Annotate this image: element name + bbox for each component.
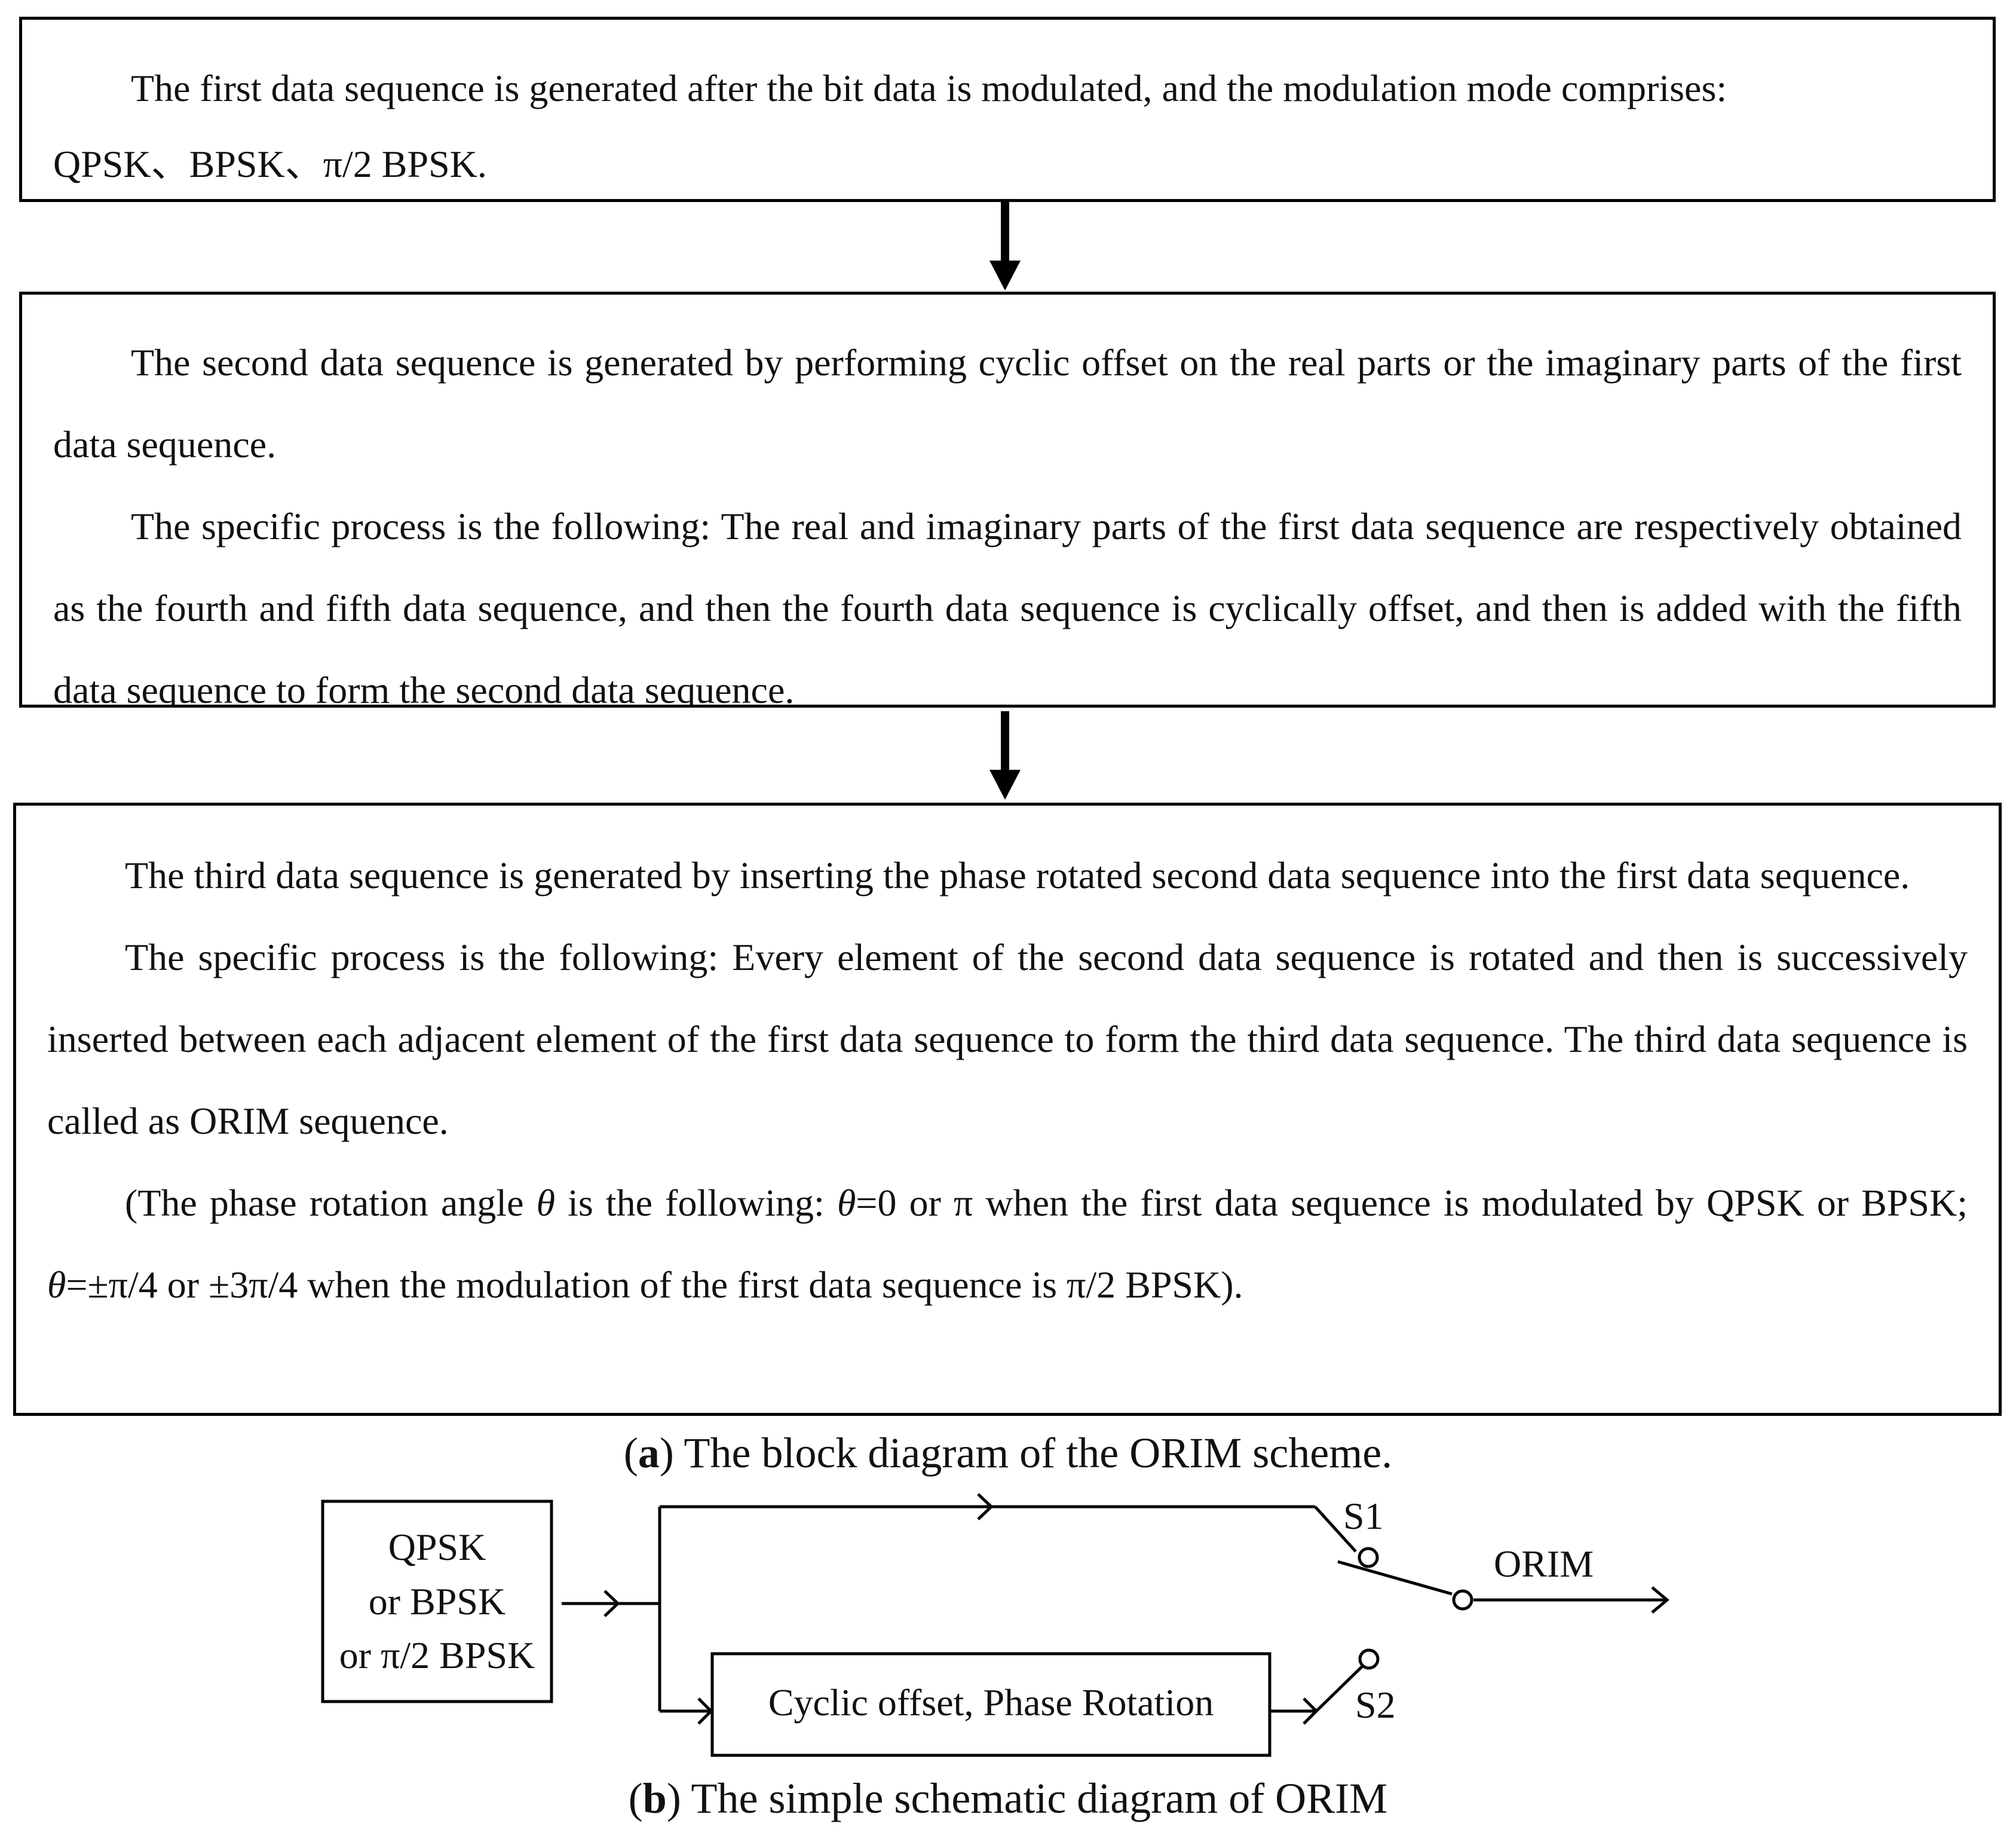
output-arrowhead bbox=[1651, 1586, 1669, 1614]
arrow-1-shaft bbox=[1001, 202, 1009, 262]
arrow-1-head bbox=[989, 261, 1021, 290]
s2-contact bbox=[1358, 1648, 1380, 1670]
caption-a-text: ) The block diagram of the ORIM scheme. bbox=[659, 1429, 1393, 1477]
block1-text: The first data sequence is generated aft… bbox=[53, 47, 1962, 129]
block-second-sequence: The second data sequence is generated by… bbox=[19, 292, 1996, 708]
mod-label-line2: or BPSK bbox=[368, 1580, 506, 1623]
caption-a: (a) The block diagram of the ORIM scheme… bbox=[623, 1429, 1393, 1477]
caption-a-letter: a bbox=[638, 1429, 660, 1477]
s1-label: S1 bbox=[1343, 1495, 1384, 1537]
caption-b-letter: b bbox=[642, 1774, 667, 1822]
block-first-sequence: The first data sequence is generated aft… bbox=[19, 17, 1996, 202]
process-box bbox=[710, 1652, 1272, 1757]
arrow-2-shaft bbox=[1001, 711, 1009, 771]
block1-line2: QPSK、BPSK、π/2 BPSK. bbox=[53, 143, 487, 185]
input-arrowhead bbox=[603, 1590, 620, 1617]
block3-para1: The third data sequence is generated by … bbox=[125, 854, 1910, 896]
caption-b-text: ) The simple schematic diagram of ORIM bbox=[666, 1774, 1388, 1822]
block1-line1: The first data sequence is generated aft… bbox=[131, 67, 1727, 109]
output-contact bbox=[1452, 1589, 1473, 1611]
mod-label-line3: or π/2 BPSK bbox=[339, 1634, 535, 1676]
s2-arm bbox=[1315, 1665, 1364, 1712]
theta-symbol-2: θ bbox=[837, 1182, 856, 1224]
block3-para3: (The phase rotation angle θ is the follo… bbox=[47, 1162, 1968, 1326]
s1-contact bbox=[1358, 1547, 1379, 1568]
modulation-box bbox=[321, 1500, 553, 1703]
s1-blade bbox=[1337, 1560, 1453, 1596]
block3-para3-prefix: (The phase rotation angle bbox=[125, 1182, 537, 1224]
orim-output-label: ORIM bbox=[1494, 1543, 1594, 1585]
block3-para3-mid3: =±π/4 or ±3π/4 when the modulation of th… bbox=[66, 1263, 1243, 1306]
block3-para3-mid2: =0 or π when the first data sequence is … bbox=[856, 1182, 1968, 1224]
top-branch-arrowhead bbox=[977, 1493, 994, 1520]
block3-para2: The specific process is the following: E… bbox=[47, 936, 1968, 1142]
theta-symbol-3: θ bbox=[47, 1263, 66, 1306]
s2-label: S2 bbox=[1355, 1684, 1396, 1726]
lower-branch-arrowhead bbox=[697, 1697, 713, 1725]
arrow-2-head bbox=[989, 770, 1021, 800]
mod-label-line1: QPSK bbox=[388, 1526, 486, 1568]
theta-symbol-1: θ bbox=[536, 1182, 556, 1224]
block3-para3-mid1: is the following: bbox=[555, 1182, 837, 1224]
process-label: Cyclic offset, Phase Rotation bbox=[768, 1681, 1214, 1724]
block2-para2: The specific process is the following: T… bbox=[53, 505, 1962, 708]
block-third-sequence: The third data sequence is generated by … bbox=[13, 803, 2002, 1416]
block2-para1: The second data sequence is generated by… bbox=[53, 341, 1962, 466]
caption-b: (b) The simple schematic diagram of ORIM bbox=[628, 1774, 1388, 1822]
s1-lead bbox=[1314, 1506, 1357, 1553]
